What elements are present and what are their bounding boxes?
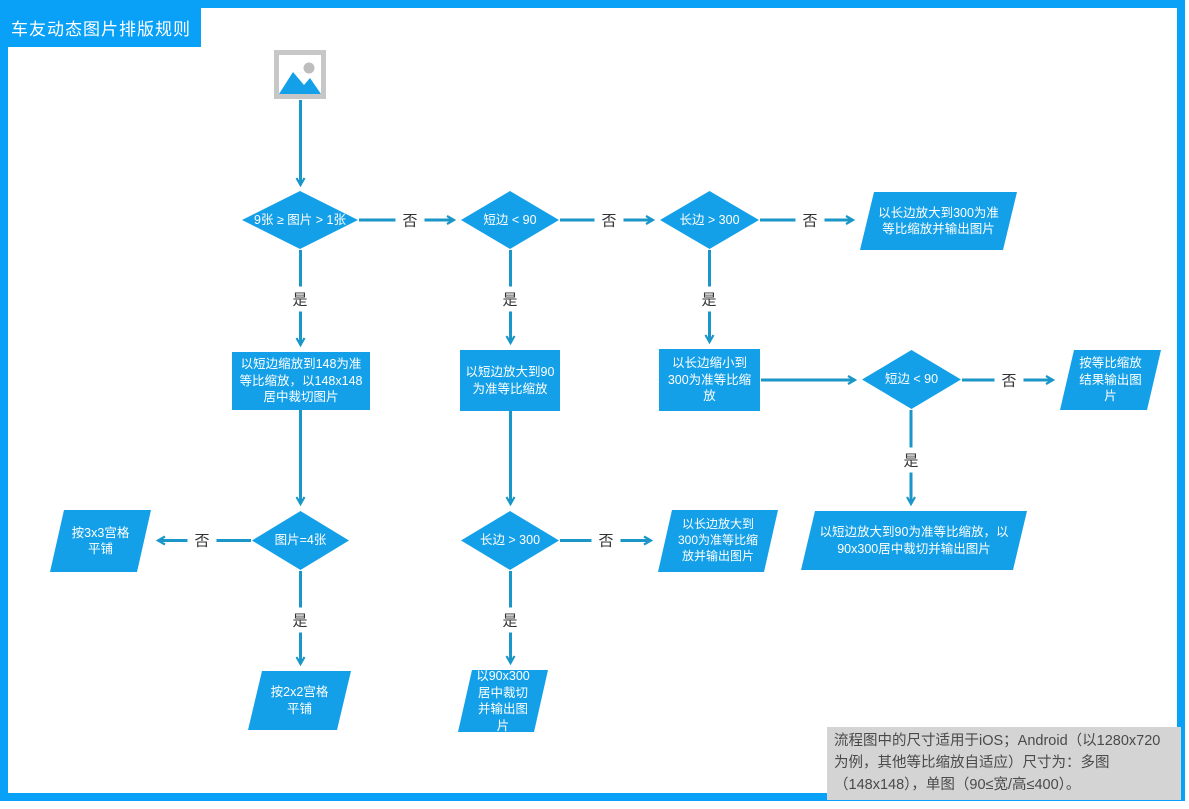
image-icon [274, 50, 326, 99]
edge-label-yes: 是 [896, 447, 926, 473]
edge-label-yes: 是 [285, 607, 315, 633]
output-3x3-grid: 按3x3宫格平铺 [50, 510, 151, 572]
edge-label-no: 否 [187, 527, 217, 553]
edge-label-no: 否 [591, 527, 621, 553]
output-2x2-grid: 按2x2宫格平铺 [248, 671, 351, 730]
edge-label-no: 否 [994, 367, 1024, 393]
diagram-title-label: 车友动态图片排版规则 [11, 20, 191, 39]
output-90x300-crop: 以90x300居中裁切并输出图片 [458, 670, 548, 732]
image-icon-glyph [279, 62, 321, 94]
output-enlarge-short-90-crop: 以短边放大到90为准等比缩放，以90x300居中裁切并输出图片 [801, 511, 1027, 570]
edge-label-no: 否 [395, 207, 425, 233]
edge-label-yes: 是 [285, 286, 315, 312]
diagram-title: 车友动态图片排版规则 [0, 8, 201, 47]
process-enlarge-short-90: 以短边放大到90为准等比缩放 [460, 350, 560, 411]
edge-label-no: 否 [795, 207, 825, 233]
edge-label-yes: 是 [694, 286, 724, 312]
edge-label-yes: 是 [495, 607, 525, 633]
process-scale-short-148-crop: 以短边缩放到148为准等比缩放，以148x148居中裁切图片 [232, 352, 370, 410]
edge-label-yes: 是 [495, 286, 525, 312]
edge-label-no: 否 [594, 207, 624, 233]
note-box: 流程图中的尺寸适用于iOS；Android（以1280x720为例，其他等比缩放… [827, 727, 1181, 800]
output-enlarge-long-300: 以长边放大到300为准等比缩放并输出图片 [860, 192, 1017, 250]
output-enlarge-long-300-b: 以长边放大到300为准等比缩放并输出图片 [658, 510, 778, 572]
process-shrink-long-300: 以长边缩小到300为准等比缩放 [659, 349, 760, 411]
output-scaled-result: 按等比缩放结果输出图片 [1060, 350, 1161, 410]
